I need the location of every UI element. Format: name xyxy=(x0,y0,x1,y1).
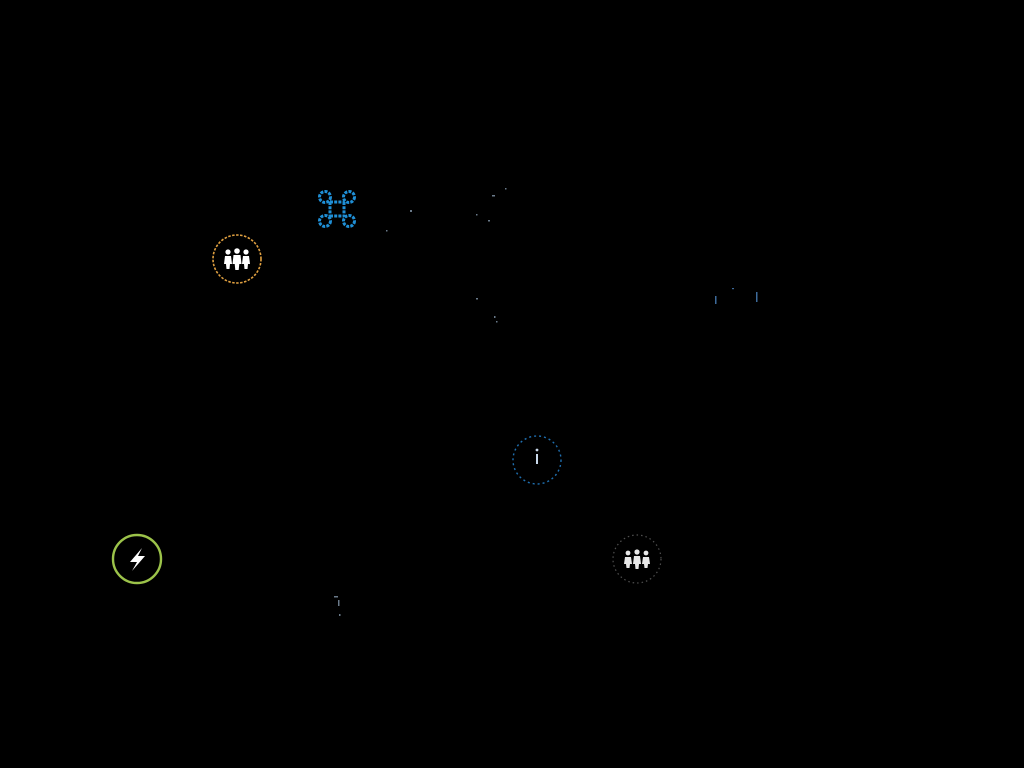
faint-node-icon-lower[interactable] xyxy=(326,590,350,622)
command-key-icon[interactable] xyxy=(314,186,360,232)
lightning-bolt-icon[interactable] xyxy=(111,533,163,585)
people-group-icon-white[interactable] xyxy=(611,533,663,585)
faint-node-icon-middle[interactable] xyxy=(472,288,508,328)
faint-node-icon-upper[interactable] xyxy=(386,186,510,232)
faint-node-icon-right[interactable] xyxy=(712,284,764,324)
people-group-icon-orange[interactable] xyxy=(211,233,263,285)
info-icon[interactable] xyxy=(511,434,563,486)
